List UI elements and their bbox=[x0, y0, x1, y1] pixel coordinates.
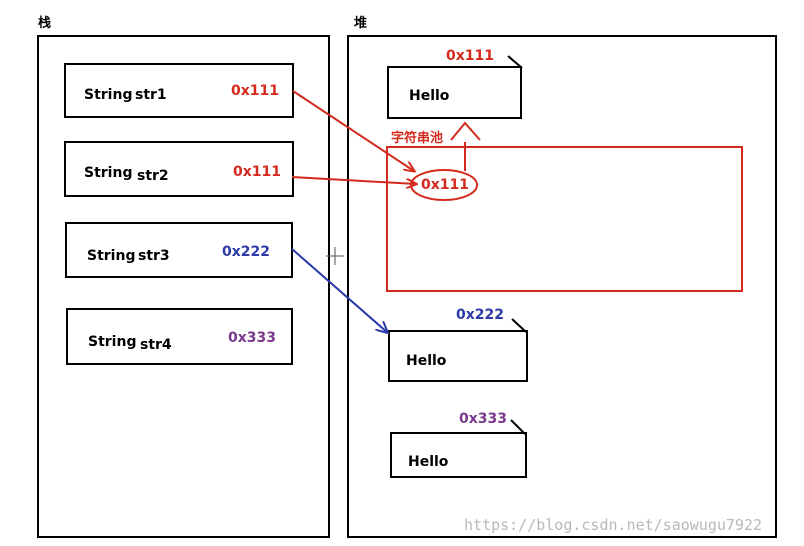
var-type-str4: String bbox=[88, 334, 137, 350]
watermark: https://blog.csdn.net/saowugu7922 bbox=[464, 516, 763, 534]
var-addr-str1: 0x111 bbox=[231, 83, 279, 99]
heap-obj-1-value: Hello bbox=[409, 88, 450, 104]
heap-label: 堆 bbox=[354, 16, 368, 31]
stack-var-str3: String str3 0x222 bbox=[65, 222, 293, 278]
stack-var-str1: String str1 0x111 bbox=[64, 63, 294, 118]
string-pool-label: 字符串池 bbox=[391, 131, 444, 146]
string-pool bbox=[386, 146, 743, 292]
stack-var-str2: String str2 0x111 bbox=[64, 141, 294, 197]
heap-obj-1: Hello bbox=[387, 66, 522, 119]
stack-label: 栈 bbox=[38, 16, 52, 31]
heap-obj-3-value: Hello bbox=[408, 454, 449, 470]
var-addr-str4: 0x333 bbox=[228, 330, 276, 346]
pool-ref-addr: 0x111 bbox=[421, 177, 469, 193]
heap-obj-2-addr: 0x222 bbox=[456, 307, 504, 323]
heap-obj-1-addr: 0x111 bbox=[446, 48, 494, 64]
var-name-str4: str4 bbox=[140, 337, 172, 353]
var-type-str2: String bbox=[84, 165, 133, 181]
var-name-str3: str3 bbox=[138, 248, 170, 264]
var-addr-str3: 0x222 bbox=[222, 244, 270, 260]
var-type-str3: String bbox=[87, 248, 136, 264]
var-name-str1: str1 bbox=[135, 87, 167, 103]
heap-obj-2: Hello bbox=[388, 330, 528, 382]
heap-obj-2-value: Hello bbox=[406, 353, 447, 369]
var-name-str2: str2 bbox=[137, 168, 169, 184]
var-addr-str2: 0x111 bbox=[233, 164, 281, 180]
heap-obj-3: Hello bbox=[390, 432, 527, 478]
heap-obj-3-addr: 0x333 bbox=[459, 411, 507, 427]
stack-var-str4: String str4 0x333 bbox=[66, 308, 293, 365]
var-type-str1: String bbox=[84, 87, 133, 103]
